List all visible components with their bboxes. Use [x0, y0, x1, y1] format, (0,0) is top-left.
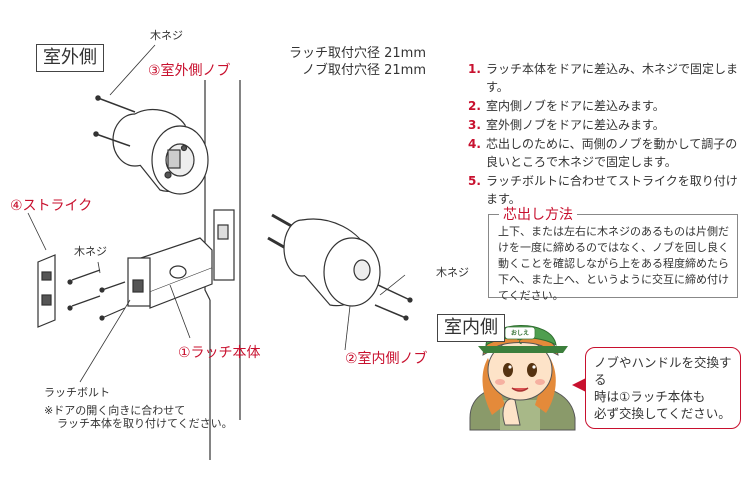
spec-block: ラッチ取付穴径 21mm ノブ取付穴径 21mm	[268, 45, 426, 79]
outdoor-side-label: 室外側	[36, 44, 104, 72]
step-3: 3.室外側ノブをドアに差込みます。	[468, 118, 665, 132]
installation-steps: 1.ラッチ本体をドアに差込み、木ネジで固定します。 2.室内側ノブをドアに差込み…	[468, 60, 746, 209]
latch-body-label: ①ラッチ本体	[178, 345, 261, 361]
wood-screws-top	[93, 44, 156, 147]
cap-badge-text: おしえて	[510, 330, 529, 346]
centering-method-title: 芯出し方法	[499, 204, 577, 224]
mascot-drawing	[469, 325, 576, 431]
bubble-line-1: ノブやハンドルを交換する	[594, 355, 732, 387]
inner-knob-drawing	[267, 213, 413, 321]
strike-label: ④ストライク	[10, 198, 93, 214]
step-4: 4.芯出しのために、両側のノブを動かして調子の良いところで木ネジで固定します。	[468, 137, 738, 169]
centering-method-box: 芯出し方法 上下、または左右に木ネジのあるものは片側だけを一度に締めるのではなく…	[488, 204, 738, 302]
wood-screw-label-top: 木ネジ	[150, 29, 183, 42]
latch-body-drawing	[127, 209, 235, 309]
outer-knob-label: ③室外側ノブ	[148, 63, 231, 79]
wood-screw-label-left: 木ネジ	[74, 245, 107, 258]
outer-knob-drawing	[112, 108, 209, 195]
bubble-line-2: 時は①ラッチ本体も	[594, 389, 706, 404]
note-line-2: ラッチ本体を取り付けてください。	[57, 417, 233, 430]
latch-bolt-label: ラッチボルト	[44, 386, 110, 399]
knob-hole-spec: ノブ取付穴径 21mm	[301, 63, 426, 78]
bubble-line-3: 必ず交換してください。	[594, 406, 731, 421]
strike-drawing	[27, 212, 126, 328]
inner-knob-label: ②室内側ノブ	[345, 351, 428, 367]
step-5: 5.ラッチボルトに合わせてストライクを取り付けます。	[468, 174, 738, 206]
step-2: 2.室内側ノブをドアに差込みます。	[468, 99, 665, 113]
wood-screw-label-right: 木ネジ	[436, 266, 469, 279]
bubble-tail	[572, 378, 586, 392]
note-line-1: ※ドアの開く向きに合わせて	[44, 404, 186, 417]
indoor-side-label: 室内側	[437, 314, 505, 342]
leader-lines	[79, 261, 351, 383]
latch-hole-spec: ラッチ取付穴径 21mm	[288, 46, 426, 61]
speech-bubble: ノブやハンドルを交換する 時は①ラッチ本体も 必ず交換してください。	[585, 347, 741, 429]
step-1: 1.ラッチ本体をドアに差込み、木ネジで固定します。	[468, 62, 739, 94]
centering-method-body: 上下、または左右に木ネジのあるものは片側だけを一度に締めるのではなく、ノブを回し…	[498, 225, 729, 302]
orientation-note: ※ドアの開く向きに合わせて ラッチ本体を取り付けてください。	[44, 404, 233, 430]
